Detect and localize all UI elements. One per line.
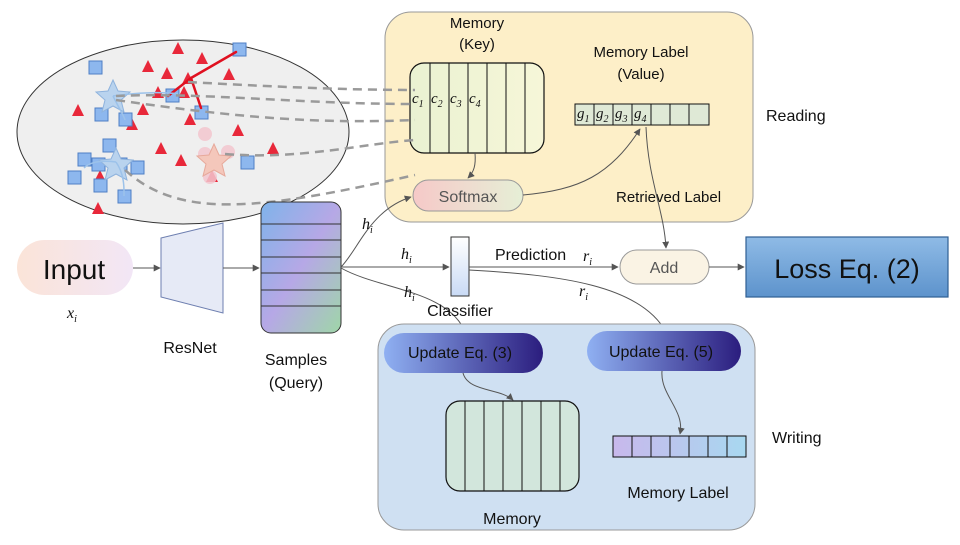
memory-key-symbols: c1 c2 c3 c4 [412, 91, 481, 110]
update-eq3-button[interactable] [384, 333, 543, 373]
memory-key-dividers [429, 63, 526, 153]
arrow-samples-to-softmax [340, 195, 412, 268]
writing-memory-label-text: Memory Label [627, 485, 728, 502]
memory-key-symbol: c2 [431, 91, 443, 110]
input-label: Input [43, 254, 105, 285]
loss-label: Loss Eq. (2) [774, 254, 920, 284]
writing-memory-block [445, 400, 580, 492]
h-symbol-softmax: hi [362, 216, 373, 236]
prototype-star-2 [97, 146, 135, 181]
arrow-update5-to-label [661, 370, 685, 435]
memory-value-dividers [593, 104, 690, 125]
memory-value-block [574, 103, 710, 126]
writing-label: Writing [772, 430, 822, 447]
memory-value-symbol: g4 [634, 106, 647, 125]
writing-memory-dividers [464, 401, 561, 491]
memory-value-symbol: g1 [577, 106, 590, 125]
memory-label-title-2: (Value) [617, 66, 664, 83]
classifier-block [450, 236, 470, 297]
softmax-label: Softmax [439, 189, 498, 206]
memory-label-title-1: Memory Label [593, 44, 688, 61]
update-eq3-label: Update Eq. (3) [408, 345, 512, 362]
loss-box [745, 236, 949, 298]
memory-value-symbol: g3 [615, 106, 628, 125]
memory-key-symbol: c4 [469, 91, 481, 110]
softmax-node[interactable] [412, 179, 524, 212]
r-symbol-prediction: ri [583, 248, 592, 268]
resnet-block [160, 222, 224, 314]
classifier-label: Classifier [427, 303, 493, 320]
update-eq5-button[interactable] [587, 331, 741, 371]
memory-value-symbols: g1 g2 g3 g4 [577, 106, 647, 125]
resnet-label: ResNet [163, 340, 217, 357]
prototype-star-3 [195, 142, 233, 177]
h-symbol-classifier: hi [401, 246, 412, 266]
memory-key-title-1: Memory [450, 15, 505, 32]
arrow-softmax-to-value [522, 128, 641, 196]
prediction-word: Prediction [495, 247, 566, 264]
samples-label-2: (Query) [269, 375, 323, 392]
samples-label-1: Samples [265, 352, 327, 369]
writing-memory-label-dividers [631, 436, 728, 457]
r-symbol-update: ri [579, 283, 588, 303]
input-variable: xi [66, 305, 77, 325]
writing-memory-label: Memory [483, 511, 541, 528]
arrow-key-to-softmax [467, 152, 476, 179]
input-node[interactable] [17, 240, 133, 295]
retrieved-label-text: Retrieved Label [616, 189, 721, 206]
samples-rows [261, 223, 341, 307]
arrow-classifier-to-update5 [468, 269, 667, 333]
arrow-value-to-add [645, 126, 670, 249]
memory-key-symbol: c1 [412, 91, 424, 110]
memory-key-symbol: c3 [450, 91, 462, 110]
memory-key-title-2: (Key) [459, 36, 495, 53]
arrow-samples-to-update3 [340, 267, 468, 335]
memory-key-block [409, 62, 545, 154]
h-symbol-update: hi [404, 284, 415, 304]
memory-value-symbol: g2 [596, 106, 609, 125]
arrow-update3-to-memory [462, 372, 514, 401]
writing-memory-label-block [612, 435, 747, 458]
samples-block [260, 201, 342, 334]
update-eq5-label: Update Eq. (5) [609, 344, 713, 361]
add-label: Add [650, 260, 678, 277]
reading-label: Reading [766, 108, 826, 125]
feature-space-ellipse [16, 39, 350, 225]
dashed-connectors [115, 80, 416, 206]
